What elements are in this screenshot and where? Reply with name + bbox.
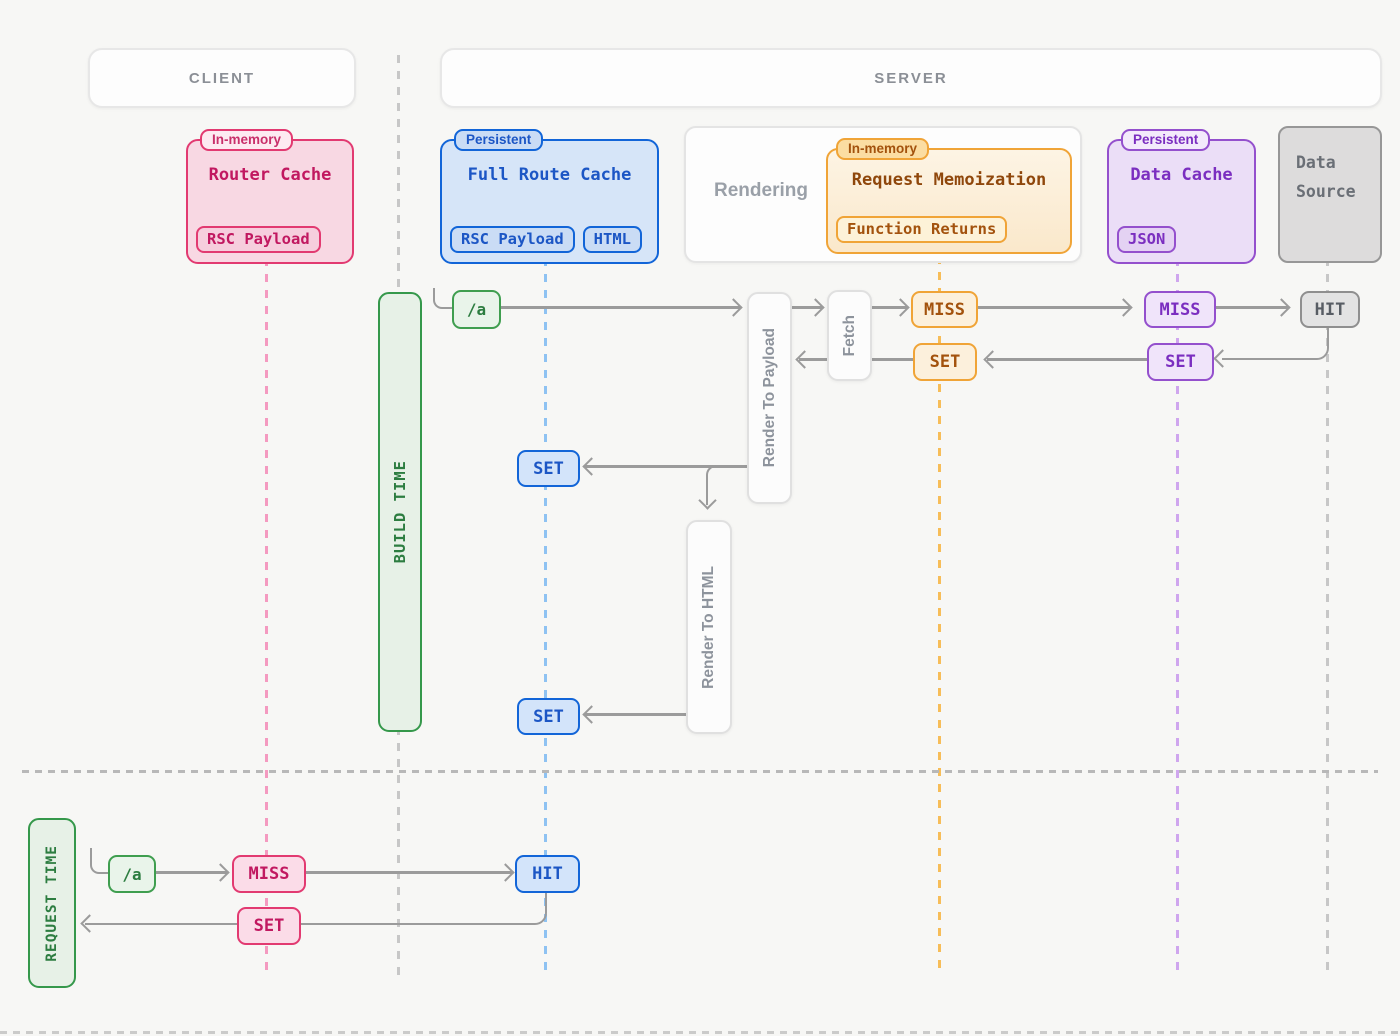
arrowhead-fetch-to-payload-return (795, 350, 814, 369)
arrow-memo-to-datacache (974, 306, 1130, 309)
build-route-chip: /a (452, 290, 501, 329)
request-time-label: REQUEST TIME (44, 844, 60, 962)
bottom-edge-separator (0, 1031, 1400, 1034)
request-memoization-badge: In-memory (836, 138, 930, 160)
build-route-connector (433, 288, 455, 309)
arrow-fetch-to-memo (868, 306, 907, 309)
data-cache-title: Data Cache (1130, 165, 1233, 185)
full-route-cache-badge: Persistent (454, 129, 544, 151)
render-to-payload-box: Render To Payload (747, 292, 792, 504)
arrow-route-to-routermiss (152, 871, 227, 874)
router-cache-box: In-memory Router Cache RSC Payload (186, 129, 354, 264)
router-cache-badge: In-memory (200, 129, 294, 151)
arrow-fetch-to-payload-return (799, 358, 827, 361)
render-to-payload-label: Render To Payload (760, 328, 778, 468)
render-to-html-label: Render To HTML (700, 565, 717, 689)
arrowhead-fetch-to-memo (891, 298, 910, 317)
fetch-label: Fetch (840, 314, 858, 357)
router-cache-lifeline (265, 258, 268, 975)
data-source-box: Data Source (1278, 126, 1382, 263)
data-cache-box: Persistent Data Cache JSON (1107, 129, 1256, 264)
request-route-connector (90, 848, 110, 874)
full-route-cache-chip-rsc-payload: RSC Payload (450, 226, 575, 253)
data-cache-badge: Persistent (1121, 129, 1211, 151)
arrow-payload-to-frcset (584, 465, 747, 468)
build-request-separator (22, 770, 1378, 773)
request-memoization-box: In-memory Request Memoization Function R… (826, 138, 1072, 254)
arrowhead-dataset-to-memoset (983, 350, 1002, 369)
arrowhead-payload-to-frcset (582, 457, 601, 476)
full-route-cache-lifeline (544, 258, 547, 975)
server-lane-label: SERVER (874, 69, 948, 87)
arrow-routermiss-to-frchit (302, 871, 512, 874)
request-memoization-lifeline (938, 256, 941, 975)
request-memoization-chip-function-returns: Function Returns (836, 216, 1008, 243)
build-time-bar: BUILD TIME (378, 292, 422, 732)
data-cache-chip-json: JSON (1117, 226, 1177, 253)
datacache-miss-chip: MISS (1144, 291, 1216, 328)
server-lane-header: SERVER (440, 48, 1382, 108)
arrowhead-routermiss-to-frchit (496, 863, 515, 882)
request-time-bar: REQUEST TIME (28, 818, 76, 988)
memo-miss-chip: MISS (911, 291, 978, 328)
branch-to-render-html (706, 465, 726, 505)
render-to-html-box: Render To HTML (686, 520, 732, 734)
frc-hit-chip: HIT (515, 855, 580, 893)
full-route-cache-title: Full Route Cache (467, 165, 632, 185)
arrow-dataset-to-memoset (987, 358, 1147, 361)
line-memoset-to-fetch (868, 358, 913, 361)
arrow-payload-to-fetch (788, 306, 822, 309)
data-source-lifeline (1326, 258, 1329, 975)
full-route-cache-chip-html: HTML (582, 226, 642, 253)
fetch-box: Fetch (827, 290, 872, 381)
frc-set-html-chip: SET (517, 698, 580, 735)
memo-set-chip: SET (913, 343, 977, 381)
arrowhead-payload-to-fetch (806, 298, 825, 317)
arrowhead-route-to-payload (724, 298, 743, 317)
arrow-route-to-payload (497, 306, 740, 309)
arrowhead-memo-to-datacache (1114, 298, 1133, 317)
data-source-title: Data Source (1296, 153, 1356, 201)
arrowhead-route-to-routermiss (211, 863, 230, 882)
arrowhead-datacache-to-source (1272, 298, 1291, 317)
frchit-return-connector (85, 889, 547, 925)
client-lane-label: CLIENT (188, 69, 256, 87)
arrow-html-to-frcset (584, 713, 686, 716)
frc-set-payload-chip: SET (517, 450, 580, 487)
arrowhead-html-to-frcset (582, 705, 601, 724)
arrow-datacache-to-source (1212, 306, 1288, 309)
data-cache-lifeline (1176, 258, 1179, 975)
client-lane-header: CLIENT (88, 48, 356, 108)
router-cache-chip-rsc-payload: RSC Payload (196, 226, 321, 253)
router-cache-title: Router Cache (208, 165, 332, 185)
request-memoization-title: Request Memoization (851, 170, 1047, 190)
source-return-connector (1222, 324, 1329, 360)
rendering-label: Rendering (714, 180, 808, 201)
datacache-set-chip: SET (1147, 343, 1214, 381)
source-hit-chip: HIT (1300, 291, 1360, 328)
request-route-chip: /a (108, 855, 156, 893)
router-set-chip: SET (237, 907, 301, 945)
full-route-cache-box: Persistent Full Route Cache RSC Payload … (440, 129, 659, 264)
build-time-label: BUILD TIME (391, 460, 409, 564)
router-miss-chip: MISS (232, 855, 306, 893)
